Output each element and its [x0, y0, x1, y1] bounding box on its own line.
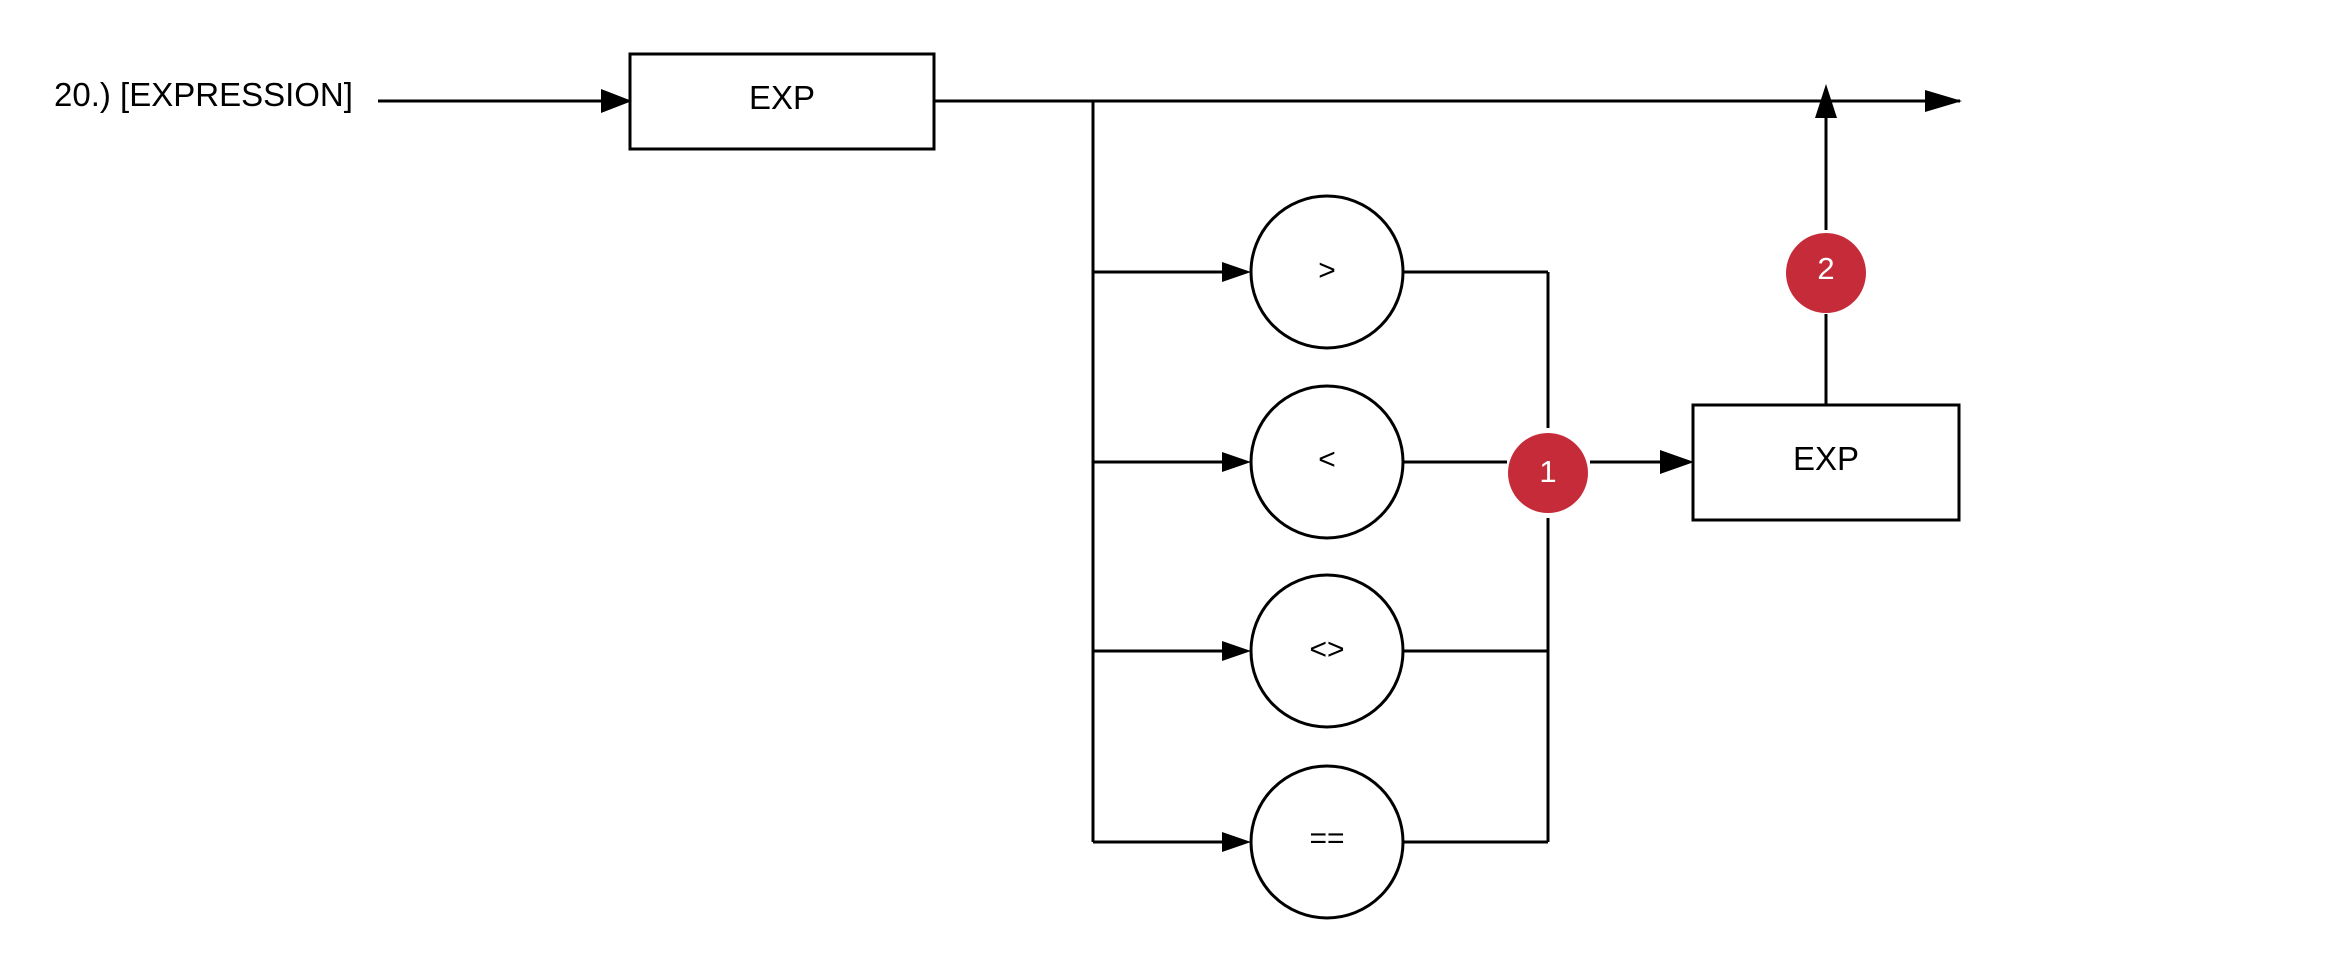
operator-gt-label: > — [1318, 254, 1336, 287]
operator-ne-label: <> — [1309, 633, 1344, 666]
badge-1-label: 1 — [1539, 454, 1556, 489]
exp-box-right-label: EXP — [1793, 440, 1859, 477]
rule-title: 20.) [EXPRESSION] — [54, 76, 353, 113]
badge-1: 1 — [1508, 433, 1588, 513]
branch-arrows — [1093, 262, 1251, 852]
exp-box-left: EXP — [628, 52, 936, 151]
badge-2: 2 — [1786, 233, 1866, 313]
badge-2-label: 2 — [1817, 251, 1834, 286]
operator-eq: == — [1249, 764, 1405, 920]
entry-arrowhead — [601, 89, 632, 113]
exp-box-right: EXP — [1691, 403, 1961, 522]
operator-lt-label: < — [1318, 443, 1336, 476]
operator-eq-label: == — [1309, 822, 1344, 855]
merge-to-exp-arrowhead — [1660, 450, 1694, 474]
merge-lines — [1403, 270, 1550, 844]
operator-ne: <> — [1249, 573, 1405, 729]
operator-gt: > — [1249, 194, 1405, 350]
operator-lt: < — [1249, 384, 1405, 540]
return-arrowhead — [1815, 84, 1837, 118]
exp-box-left-label: EXP — [749, 79, 815, 116]
exit-arrowhead — [1925, 90, 1962, 112]
